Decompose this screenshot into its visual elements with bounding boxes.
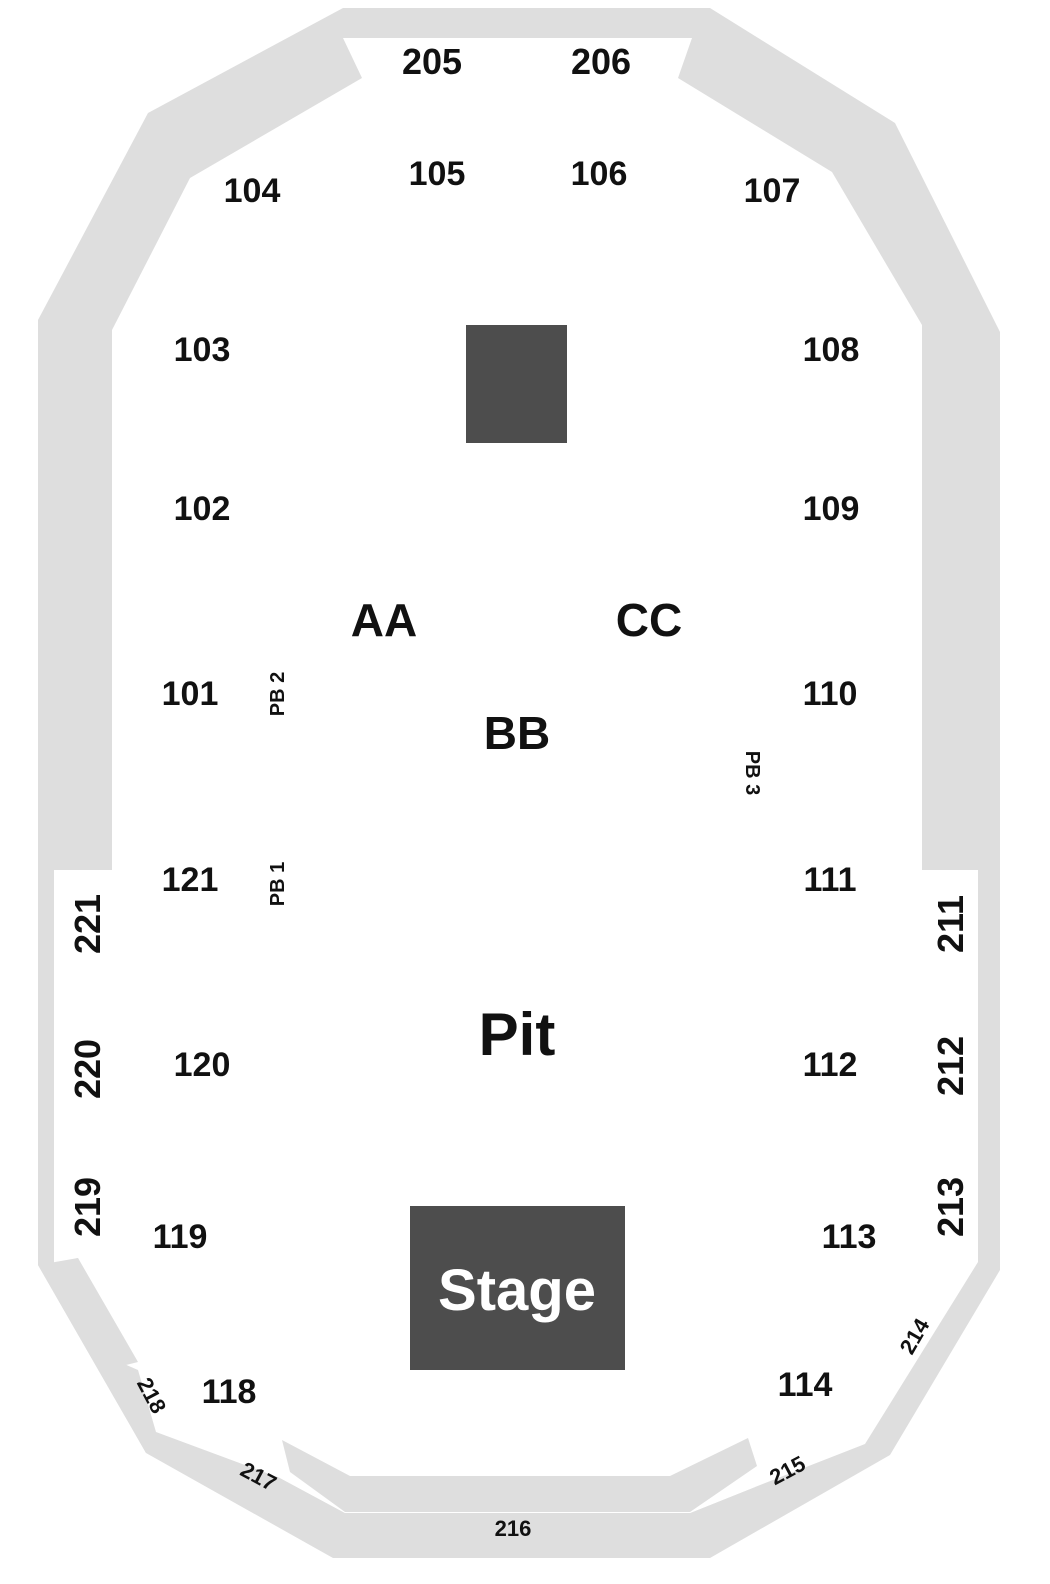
- section-216[interactable]: 216: [495, 1516, 532, 1541]
- floor-section-cc[interactable]: CC: [616, 594, 682, 646]
- floor-section-bb[interactable]: BB: [484, 707, 550, 759]
- section-216-band: [282, 1438, 757, 1512]
- section-118[interactable]: 118: [202, 1373, 257, 1411]
- floor-section-pb1[interactable]: PB 1: [267, 862, 289, 906]
- section-119[interactable]: 119: [153, 1218, 208, 1256]
- section-108[interactable]: 108: [803, 331, 860, 369]
- section-102[interactable]: 102: [174, 490, 231, 528]
- section-113[interactable]: 113: [822, 1218, 877, 1256]
- section-221[interactable]: 221: [67, 894, 108, 954]
- section-211[interactable]: 211: [930, 895, 971, 953]
- floor-section-pb3[interactable]: PB 3: [741, 751, 763, 795]
- section-219[interactable]: 219: [67, 1177, 108, 1237]
- section-121[interactable]: 121: [162, 861, 219, 899]
- section-106[interactable]: 106: [571, 155, 628, 193]
- section-107[interactable]: 107: [744, 172, 801, 210]
- floor-section-pit[interactable]: Pit: [479, 1001, 556, 1068]
- section-101[interactable]: 101: [162, 675, 219, 713]
- section-206[interactable]: 206: [571, 41, 631, 82]
- section-109[interactable]: 109: [803, 490, 860, 528]
- section-220[interactable]: 220: [67, 1039, 108, 1099]
- section-112[interactable]: 112: [803, 1046, 858, 1084]
- production-platform-block: [466, 325, 567, 443]
- section-205[interactable]: 205: [402, 41, 462, 82]
- section-114[interactable]: 114: [778, 1366, 833, 1404]
- section-111[interactable]: 111: [804, 861, 857, 899]
- section-104[interactable]: 104: [224, 172, 281, 210]
- section-212[interactable]: 212: [930, 1036, 971, 1096]
- seating-bowl: [54, 38, 978, 1513]
- section-103[interactable]: 103: [174, 331, 231, 369]
- floor-section-pb2[interactable]: PB 2: [267, 672, 289, 716]
- section-120[interactable]: 120: [174, 1046, 231, 1084]
- section-110[interactable]: 110: [803, 675, 858, 713]
- section-213[interactable]: 213: [930, 1177, 971, 1237]
- section-105[interactable]: 105: [409, 155, 466, 193]
- left-rail-cap: [38, 1258, 150, 1453]
- stage-block[interactable]: [410, 1206, 625, 1370]
- floor-section-aa[interactable]: AA: [351, 594, 417, 646]
- stage-label: Stage: [438, 1258, 596, 1323]
